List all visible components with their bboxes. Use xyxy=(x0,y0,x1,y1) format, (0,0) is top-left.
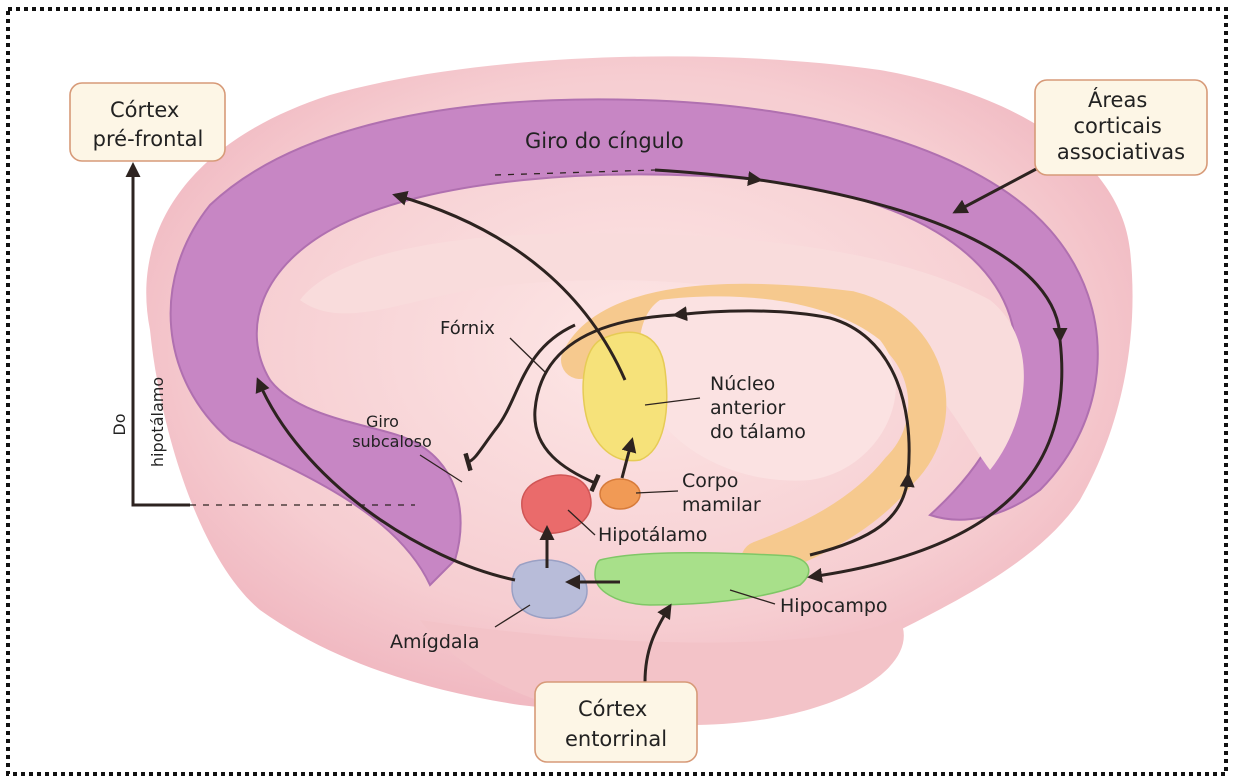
mammillary-body xyxy=(600,479,640,509)
do-hipotalamo-label: Do hipotálamo xyxy=(110,377,167,467)
giro-cingulo-label: Giro do cíngulo xyxy=(525,129,684,153)
hipotalamo-label: Hipotálamo xyxy=(598,524,707,546)
hipocampo-label: Hipocampo xyxy=(780,595,888,617)
fornix-label: Fórnix xyxy=(440,318,495,339)
amigdala-label: Amígdala xyxy=(390,631,479,653)
